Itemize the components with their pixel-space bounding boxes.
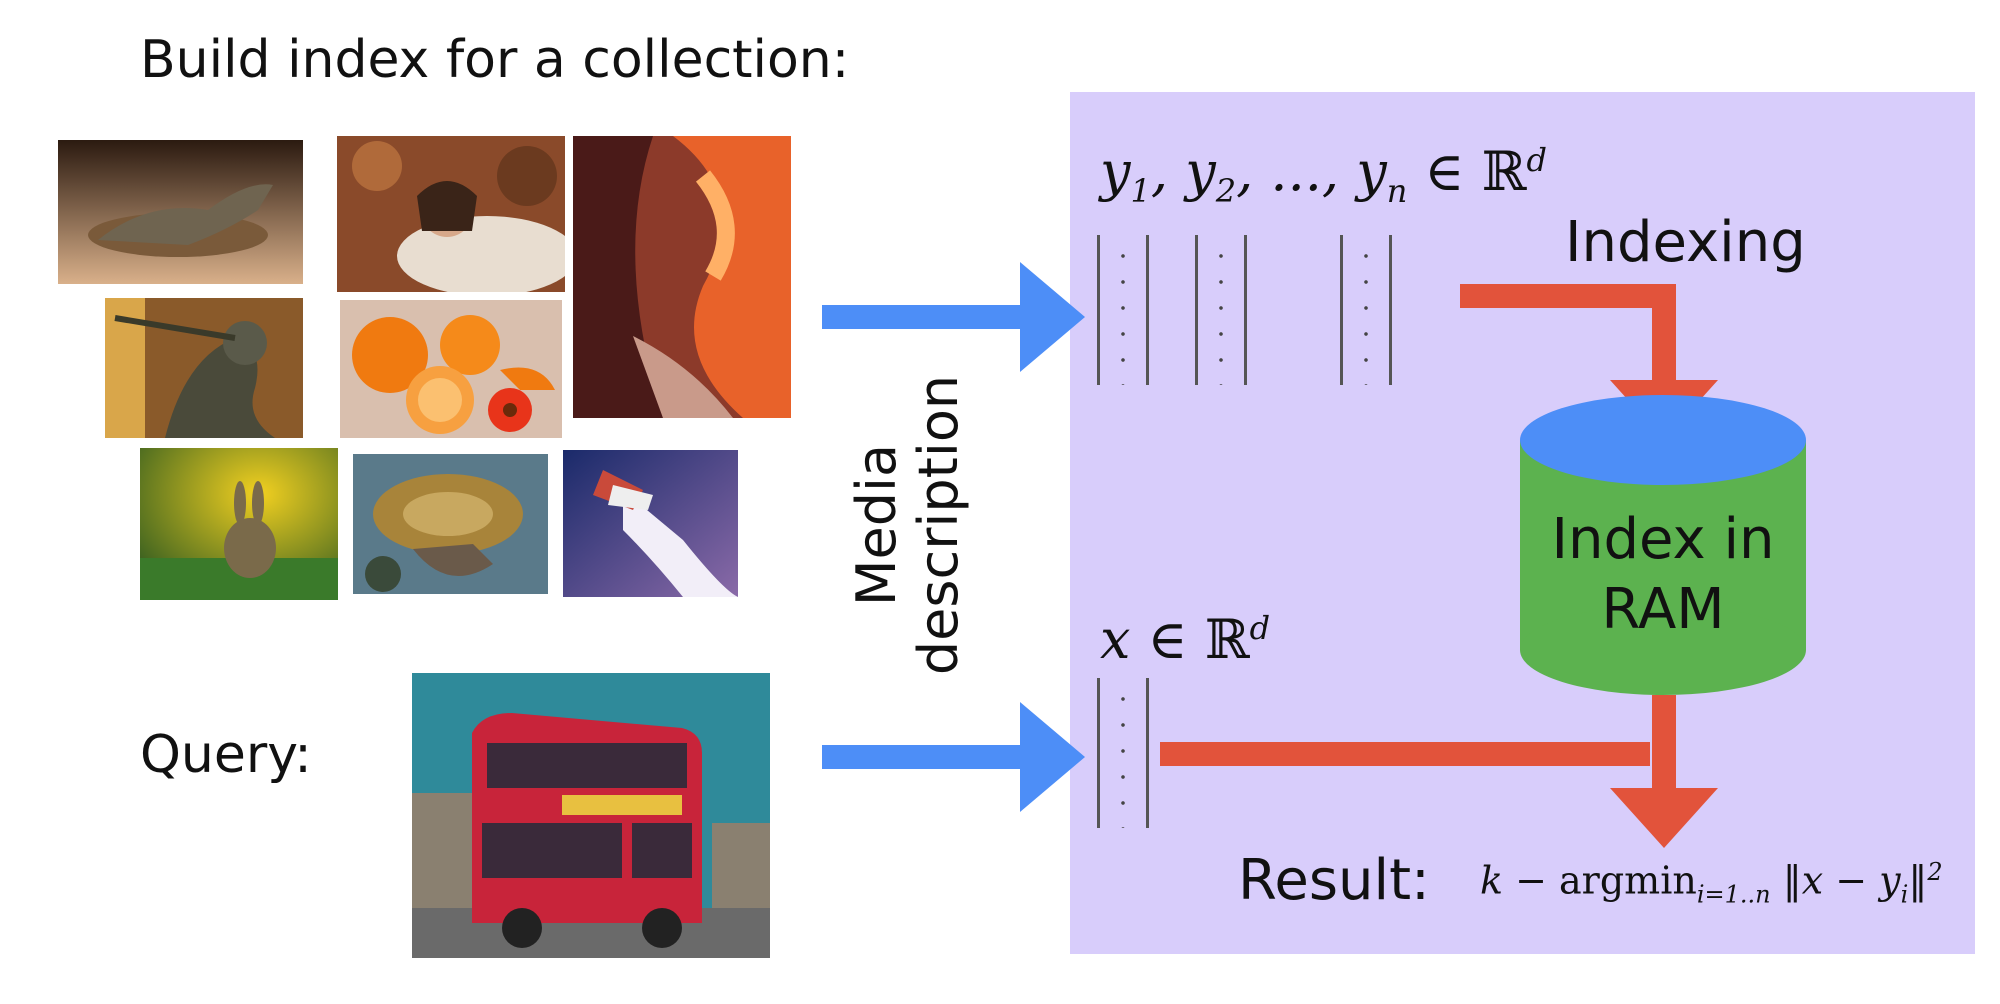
canyon-photo (573, 136, 791, 418)
result-math: k − argmini=1..n ‖x − yi‖2 (1480, 858, 1943, 909)
index-label-line-1: Index in (1551, 507, 1775, 572)
index-in-ram-label: Index in RAM (1520, 505, 1806, 645)
result-arrow (1160, 695, 1718, 848)
bus-photo (412, 673, 770, 958)
result-label: Result: (1238, 848, 1430, 913)
database-vectors-math: y1, y2, ..., yn ∈ ℝd (1100, 140, 1548, 210)
vector-y2 (1195, 235, 1247, 385)
statue-photo (105, 298, 303, 438)
query-vector-math: x ∈ ℝd (1100, 608, 1271, 671)
query-arrow (822, 702, 1085, 812)
woman-photo (337, 136, 565, 292)
query-label: Query: (140, 725, 312, 785)
rabbit-photo (140, 448, 338, 600)
vector-x (1097, 678, 1149, 828)
turtle-photo (353, 454, 548, 594)
collection-arrow (822, 262, 1085, 372)
index-database (1520, 395, 1806, 695)
oranges-photo (340, 300, 562, 438)
vector-y1 (1097, 235, 1149, 385)
collection-heading: Build index for a collection: (140, 30, 850, 90)
indexing-label: Indexing (1565, 210, 1806, 275)
index-label-line-2: RAM (1601, 577, 1725, 642)
space-shuttle-photo (563, 450, 738, 597)
iguana-photo (58, 140, 303, 284)
vector-yn (1340, 235, 1392, 385)
